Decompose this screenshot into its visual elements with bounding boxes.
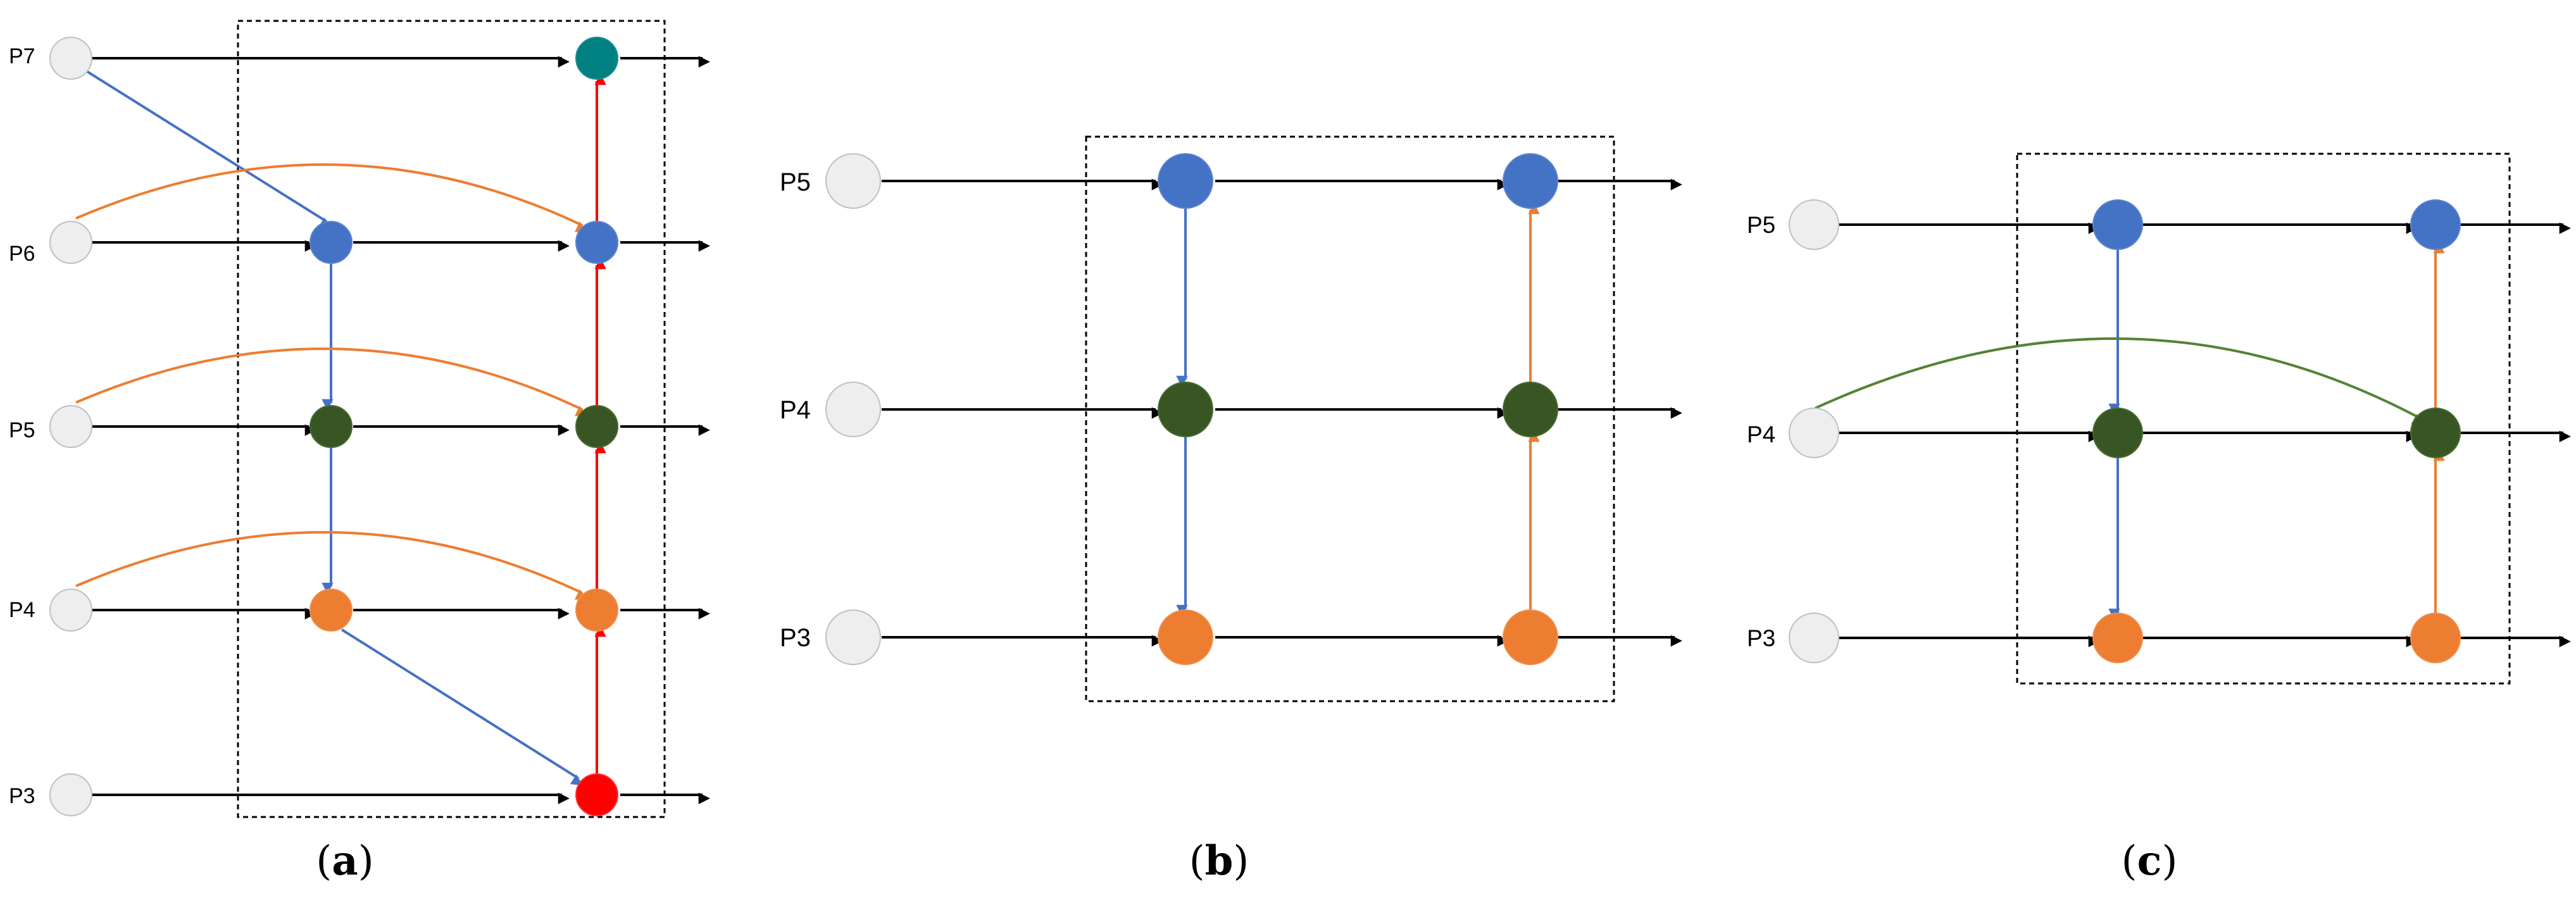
output-node-p5 <box>1503 153 1558 209</box>
level-label: P3 <box>780 624 811 652</box>
input-node-p5 <box>825 153 881 209</box>
level-label: P5 <box>9 418 35 442</box>
panel-b: P5 P4 P3 (b) <box>780 135 1682 885</box>
level-labels: P5 P4 P3 <box>1747 212 1775 651</box>
mid-node-p4 <box>1158 382 1213 437</box>
level-labels: P7 P6 P5 P4 P3 <box>9 44 35 808</box>
edge-p4-mid-to-p3-out <box>341 628 584 786</box>
panel-caption-a: (a) <box>316 837 373 885</box>
level-label: P3 <box>9 784 35 808</box>
lateral-edges <box>882 178 1682 647</box>
input-node-p4 <box>49 589 92 632</box>
level-labels: P5 P4 P3 <box>780 168 811 652</box>
level-label: P4 <box>1747 421 1775 447</box>
mid-node-p5 <box>2092 199 2143 250</box>
input-node-p5 <box>1789 199 1839 250</box>
panel-c: P5 P4 P3 (c) <box>1747 153 2571 885</box>
output-node-p5 <box>575 405 618 448</box>
panel-caption-b: (b) <box>1189 837 1249 885</box>
skip-edges <box>1815 337 2424 425</box>
skip-edge-p5 <box>75 347 588 416</box>
mid-node-p3 <box>2092 613 2143 663</box>
level-label: P5 <box>780 168 811 196</box>
output-node-p4 <box>1503 382 1558 437</box>
nodes <box>49 37 618 816</box>
panel-caption-c: (c) <box>2122 837 2178 885</box>
fusion-region-box <box>237 20 666 818</box>
output-node-p4 <box>575 589 618 632</box>
output-node-p6 <box>575 221 618 264</box>
mid-node-p4 <box>309 589 353 632</box>
output-node-p3 <box>1503 609 1558 665</box>
input-node-p3 <box>1789 613 1839 663</box>
mid-node-p3 <box>1158 609 1213 665</box>
level-label: P5 <box>1747 212 1775 238</box>
input-node-p6 <box>49 221 92 264</box>
input-node-p3 <box>49 773 92 816</box>
mid-node-p4 <box>2092 408 2143 458</box>
level-label: P4 <box>9 598 35 622</box>
input-node-p3 <box>825 609 881 665</box>
input-node-p4 <box>825 382 881 437</box>
skip-edge-p6 <box>75 163 588 232</box>
top-down-edges <box>85 70 584 786</box>
nodes <box>1789 199 2461 663</box>
fusion-region-box <box>2016 153 2511 685</box>
input-node-p5 <box>49 405 92 448</box>
level-label: P3 <box>1747 625 1775 651</box>
mid-node-p5 <box>309 405 353 448</box>
output-node-p5 <box>2410 199 2461 250</box>
input-node-p7 <box>49 37 92 80</box>
fusion-region-box <box>1085 135 1615 702</box>
edge-p7-to-p6-mid <box>85 70 332 229</box>
skip-edges <box>75 163 588 600</box>
level-label: P7 <box>9 44 35 68</box>
output-node-p4 <box>2410 408 2461 458</box>
input-node-p4 <box>1789 408 1839 458</box>
skip-edge-p4 <box>1815 337 2424 425</box>
output-node-p3 <box>575 773 618 816</box>
output-node-p7 <box>575 37 618 80</box>
skip-edge-p4 <box>75 531 588 600</box>
level-label: P4 <box>780 396 811 424</box>
output-node-p3 <box>2410 613 2461 663</box>
lateral-edges <box>91 56 710 804</box>
lateral-edges <box>1839 222 2571 647</box>
mid-node-p6 <box>309 221 353 264</box>
nodes <box>825 153 1558 665</box>
panel-a: P7 P6 P5 P4 P3 (a) <box>9 20 710 885</box>
mid-node-p5 <box>1158 153 1213 209</box>
level-label: P6 <box>9 242 35 266</box>
